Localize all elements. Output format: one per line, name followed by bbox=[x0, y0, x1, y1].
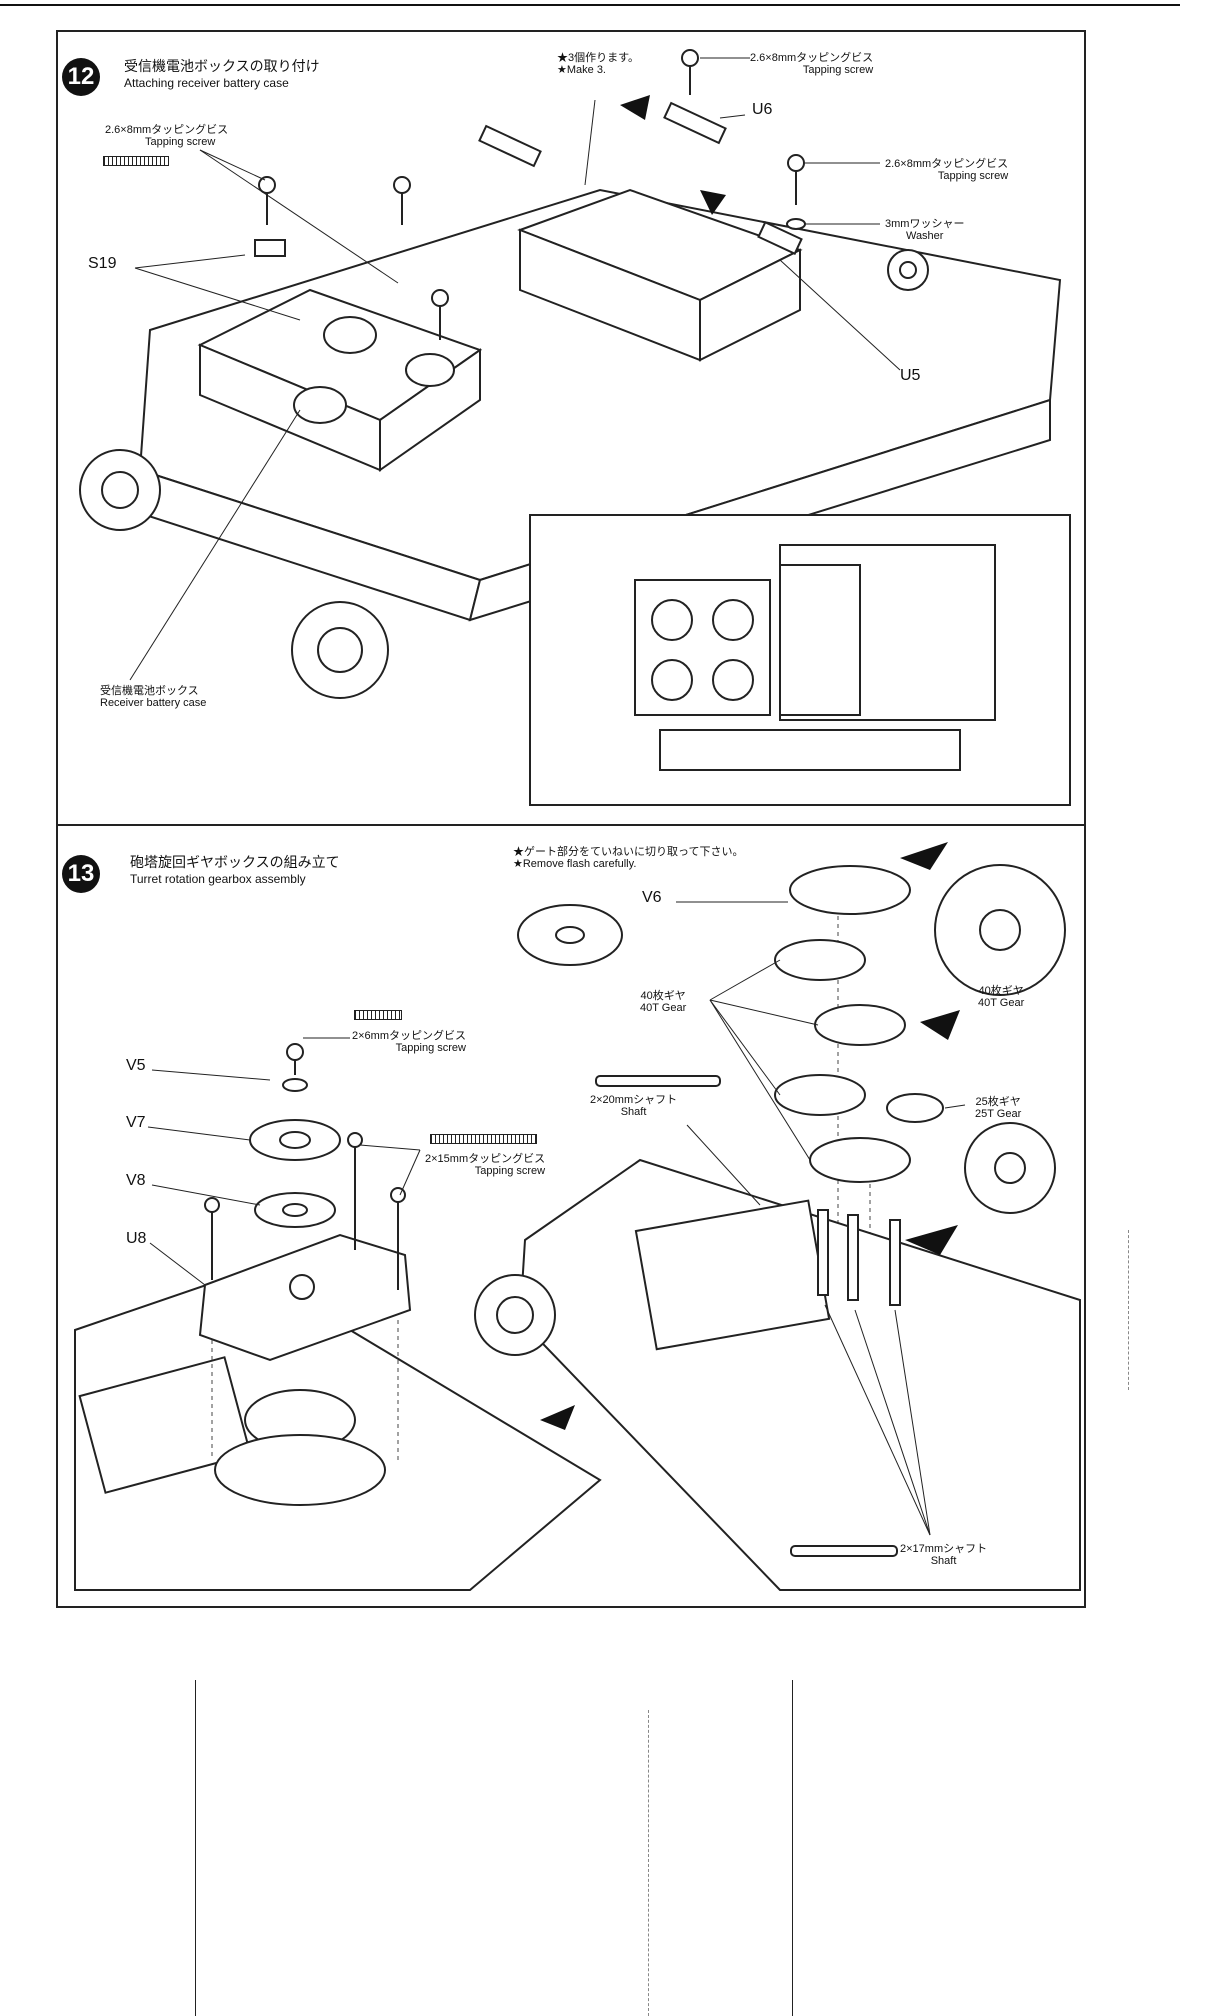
battery-case-label-ja: 受信機電池ボックス bbox=[100, 685, 199, 697]
gear40-label-right-ja: 40枚ギヤ bbox=[978, 985, 1024, 997]
shafts-13 bbox=[595, 1075, 901, 1557]
gear25-label-ja: 25枚ギヤ bbox=[975, 1096, 1021, 1108]
sprockets-12 bbox=[79, 449, 389, 699]
gear25-label: 25枚ギヤ 25T Gear bbox=[975, 1096, 1021, 1120]
leaders-12 bbox=[129, 57, 901, 681]
washer-label: 3mmワッシャー Washer bbox=[885, 218, 964, 242]
remove-flash-en: ★Remove flash carefully. bbox=[513, 858, 637, 870]
shaft20-label-ja: 2×20mmシャフト bbox=[590, 1094, 678, 1106]
step-12-note: ★3個作ります。 ★Make 3. bbox=[557, 52, 639, 76]
chassis-13-right bbox=[474, 1158, 1081, 1591]
step-12-title-ja: 受信機電池ボックスの取り付け bbox=[124, 59, 320, 75]
page-edge-rule bbox=[1128, 1230, 1130, 1390]
step-12-title-en: Attaching receiver battery case bbox=[124, 76, 289, 90]
screw-label-right: 2.6×8mmタッピングビス Tapping screw bbox=[885, 158, 1008, 182]
screw15-icon bbox=[430, 1134, 537, 1144]
screw-label-top: 2.6×8mmタッピングビス Tapping screw bbox=[750, 52, 873, 76]
screw6-label-ja: 2×6mmタッピングビス bbox=[352, 1030, 466, 1042]
gear40-label-right: 40枚ギヤ 40T Gear bbox=[978, 985, 1024, 1009]
screw-icon bbox=[103, 156, 169, 166]
inset-view-12 bbox=[529, 514, 1071, 806]
leaders-13 bbox=[147, 901, 966, 1536]
receiver-box bbox=[517, 188, 803, 362]
washer-label-ja: 3mmワッシャー bbox=[885, 218, 965, 230]
step-13-note: ★ゲート部分をていねいに切り取って下さい。 ★Remove flash care… bbox=[513, 846, 743, 870]
screw-label-top-en: Tapping screw bbox=[802, 64, 874, 76]
screw15-label-ja: 2×15mmタッピングビス bbox=[425, 1153, 546, 1165]
screws-12 bbox=[258, 49, 805, 340]
washer-12 bbox=[786, 218, 929, 291]
part-v6-label: V6 bbox=[642, 889, 662, 906]
column-rule-left bbox=[195, 1680, 196, 2016]
step-13-title: 砲塔旋回ギヤボックスの組み立て Turret rotation gearbox … bbox=[130, 852, 340, 886]
part-u5-label: U5 bbox=[900, 367, 921, 384]
shaft20-label-en: Shaft bbox=[620, 1106, 647, 1118]
column-rule-right bbox=[792, 1680, 793, 2016]
screw-label-right-ja: 2.6×8mmタッピングビス bbox=[885, 158, 1009, 170]
step-13-title-en: Turret rotation gearbox assembly bbox=[130, 872, 306, 886]
arrows-13 bbox=[540, 842, 960, 1430]
shaft20-label: 2×20mmシャフト Shaft bbox=[590, 1094, 677, 1118]
arrows-12 bbox=[620, 95, 726, 215]
part-v5-label: V5 bbox=[126, 1057, 146, 1074]
screw-label-left-ja: 2.6×8mmタッピングビス bbox=[105, 124, 229, 136]
lower-gearbox bbox=[214, 1389, 386, 1506]
screw15-label: 2×15mmタッピングビス Tapping screw bbox=[425, 1153, 545, 1177]
screw-label-top-ja: 2.6×8mmタッピングビス bbox=[750, 52, 874, 64]
gear25-label-en: 25T Gear bbox=[975, 1108, 1022, 1120]
shaft17-label-en: Shaft bbox=[930, 1555, 957, 1567]
step-12-title: 受信機電池ボックスの取り付け Attaching receiver batter… bbox=[124, 56, 320, 90]
gear40-label-left: 40枚ギヤ 40T Gear bbox=[640, 990, 686, 1014]
battery-case-label: 受信機電池ボックス Receiver battery case bbox=[100, 685, 206, 709]
battery-case-label-en: Receiver battery case bbox=[100, 697, 207, 709]
screw6-label-en: Tapping screw bbox=[395, 1042, 466, 1054]
top-rule bbox=[0, 4, 1180, 6]
column-rule-middle bbox=[648, 1710, 650, 2016]
part-s19-label: S19 bbox=[88, 255, 117, 272]
part-u8-label: U8 bbox=[126, 1230, 147, 1247]
u8-plate bbox=[198, 1233, 412, 1362]
screw15-label-en: Tapping screw bbox=[474, 1165, 546, 1177]
shaft17-label-ja: 2×17mmシャフト bbox=[900, 1543, 988, 1555]
step-12-number: 12 bbox=[62, 58, 100, 96]
part-v7-label: V7 bbox=[126, 1114, 146, 1131]
screw6-label: 2×6mmタッピングビス Tapping screw bbox=[352, 1030, 466, 1054]
screw-label-left: 2.6×8mmタッピングビス Tapping screw bbox=[105, 124, 228, 148]
gear-stack-right bbox=[774, 865, 944, 1183]
make-3-ja: ★3個作ります。 bbox=[557, 52, 640, 64]
brackets-12 bbox=[254, 101, 803, 257]
screw-label-left-en: Tapping screw bbox=[145, 136, 216, 148]
battery-case bbox=[197, 288, 483, 472]
make-3-en: ★Make 3. bbox=[557, 64, 606, 76]
gear40-label-left-ja: 40枚ギヤ bbox=[640, 990, 686, 1002]
screw6-icon bbox=[354, 1010, 402, 1020]
gear-details bbox=[517, 864, 1066, 1214]
remove-flash-ja: ★ゲート部分をていねいに切り取って下さい。 bbox=[513, 846, 744, 858]
screw-label-right-en: Tapping screw bbox=[937, 170, 1009, 182]
part-u6-label: U6 bbox=[752, 101, 773, 118]
step-13-title-ja: 砲塔旋回ギヤボックスの組み立て bbox=[130, 855, 340, 871]
gear40-label-right-en: 40T Gear bbox=[978, 997, 1025, 1009]
step-13-number: 13 bbox=[62, 855, 100, 893]
shaft17-label: 2×17mmシャフト Shaft bbox=[900, 1543, 987, 1567]
washer-label-en: Washer bbox=[905, 230, 944, 242]
gear-stack-left bbox=[249, 1043, 341, 1228]
gear40-label-left-en: 40T Gear bbox=[640, 1002, 687, 1014]
part-v8-label: V8 bbox=[126, 1172, 146, 1189]
